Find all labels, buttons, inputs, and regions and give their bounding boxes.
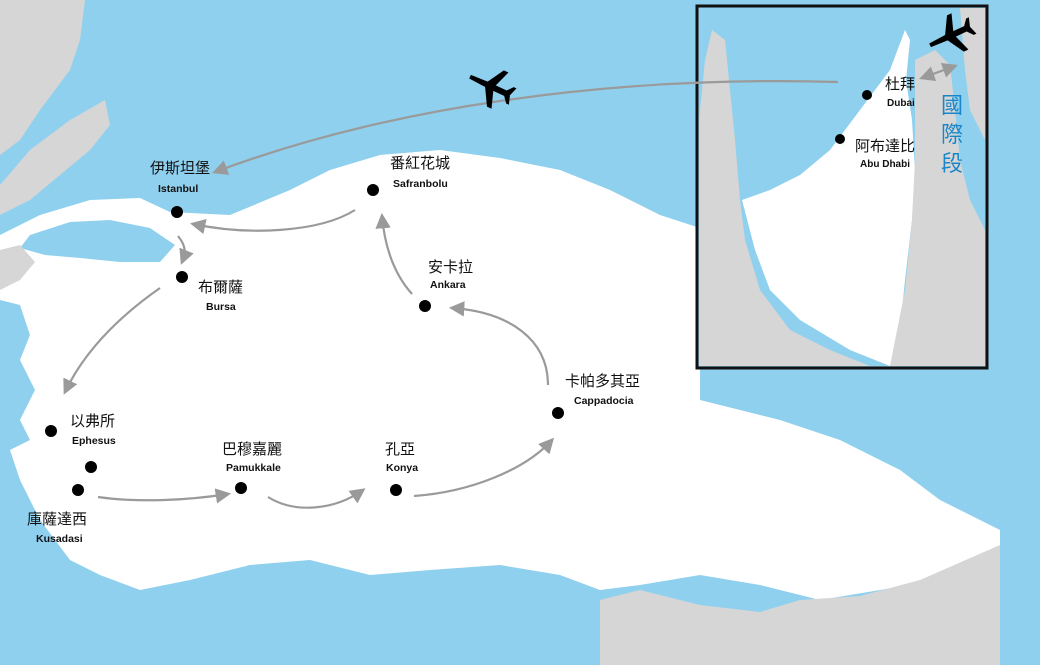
land-south bbox=[600, 545, 1000, 665]
label-dubai-en: Dubai bbox=[887, 98, 915, 109]
label-international-1: 國 bbox=[941, 94, 963, 119]
label-ankara-en: Ankara bbox=[430, 279, 466, 291]
label-bursa-en: Bursa bbox=[206, 301, 236, 313]
route-konya-cappadocia bbox=[413, 437, 555, 498]
route-safranbolu-istanbul bbox=[189, 209, 356, 235]
route-kusadasi-pamukkale bbox=[97, 488, 232, 504]
label-istanbul-en: Istanbul bbox=[158, 183, 198, 195]
label-kusadasi-cn: 庫薩達西 bbox=[27, 510, 87, 528]
dot-konya bbox=[390, 484, 402, 496]
route-istanbul-bursa bbox=[177, 235, 194, 265]
label-ephesus-cn: 以弗所 bbox=[70, 412, 115, 430]
label-cappadocia-en: Cappadocia bbox=[574, 395, 634, 407]
dot-safranbolu bbox=[367, 184, 379, 196]
label-international-3: 段 bbox=[941, 152, 963, 177]
label-pamukkale-cn: 巴穆嘉麗 bbox=[222, 440, 282, 458]
city-labels: 伊斯坦堡 Istanbul 番紅花城 Safranbolu 布爾薩 Bursa … bbox=[27, 75, 963, 545]
sea-marmara bbox=[20, 220, 175, 262]
route-ankara-safranbolu bbox=[375, 212, 413, 295]
dot-pamukkale bbox=[235, 482, 247, 494]
inset-land-uae bbox=[742, 30, 915, 366]
dot-extra bbox=[85, 461, 97, 473]
label-dubai-cn: 杜拜 bbox=[885, 75, 915, 93]
dot-ankara bbox=[419, 300, 431, 312]
label-ephesus-en: Ephesus bbox=[72, 435, 116, 447]
label-kusadasi-en: Kusadasi bbox=[36, 533, 83, 545]
inset-land-qatar bbox=[699, 30, 870, 366]
dot-cappadocia bbox=[552, 407, 564, 419]
airplane-icon bbox=[929, 13, 977, 52]
label-safranbolu-cn: 番紅花城 bbox=[390, 154, 450, 172]
inset-map bbox=[695, 4, 989, 370]
label-konya-en: Konya bbox=[386, 462, 418, 474]
label-safranbolu-en: Safranbolu bbox=[393, 178, 448, 190]
inset-land-oman bbox=[890, 50, 985, 366]
label-konya-cn: 孔亞 bbox=[385, 440, 415, 458]
route-pamukkale-konya bbox=[267, 488, 366, 509]
dot-kusadasi bbox=[72, 484, 84, 496]
route-dubai-outbound bbox=[919, 62, 958, 82]
land-turkey bbox=[0, 150, 1000, 600]
inset-border bbox=[695, 4, 989, 370]
label-cappadocia-cn: 卡帕多其亞 bbox=[565, 372, 640, 390]
label-istanbul-cn: 伊斯坦堡 bbox=[150, 159, 210, 177]
label-abudhabi-cn: 阿布達比 bbox=[855, 137, 915, 155]
dot-bursa bbox=[176, 271, 188, 283]
label-pamukkale-en: Pamukkale bbox=[226, 462, 281, 474]
dot-dubai bbox=[862, 90, 872, 100]
label-international-2: 際 bbox=[941, 123, 963, 148]
land-north bbox=[0, 100, 110, 215]
dot-istanbul bbox=[171, 206, 183, 218]
label-bursa-cn: 布爾薩 bbox=[198, 278, 243, 296]
route-lines bbox=[63, 62, 958, 509]
route-dubai-istanbul bbox=[212, 80, 839, 175]
label-ankara-cn: 安卡拉 bbox=[428, 258, 473, 276]
land-balkans bbox=[0, 0, 85, 155]
route-bursa-ephesus bbox=[63, 287, 161, 395]
land-west bbox=[0, 245, 35, 290]
city-dots bbox=[45, 90, 872, 496]
route-cappadocia-ankara bbox=[448, 301, 550, 386]
dot-abudhabi bbox=[835, 134, 845, 144]
dot-ephesus bbox=[45, 425, 57, 437]
label-abudhabi-en: Abu Dhabi bbox=[860, 159, 910, 170]
inset-land-iran bbox=[960, 8, 985, 140]
airplane-icon bbox=[469, 70, 517, 109]
